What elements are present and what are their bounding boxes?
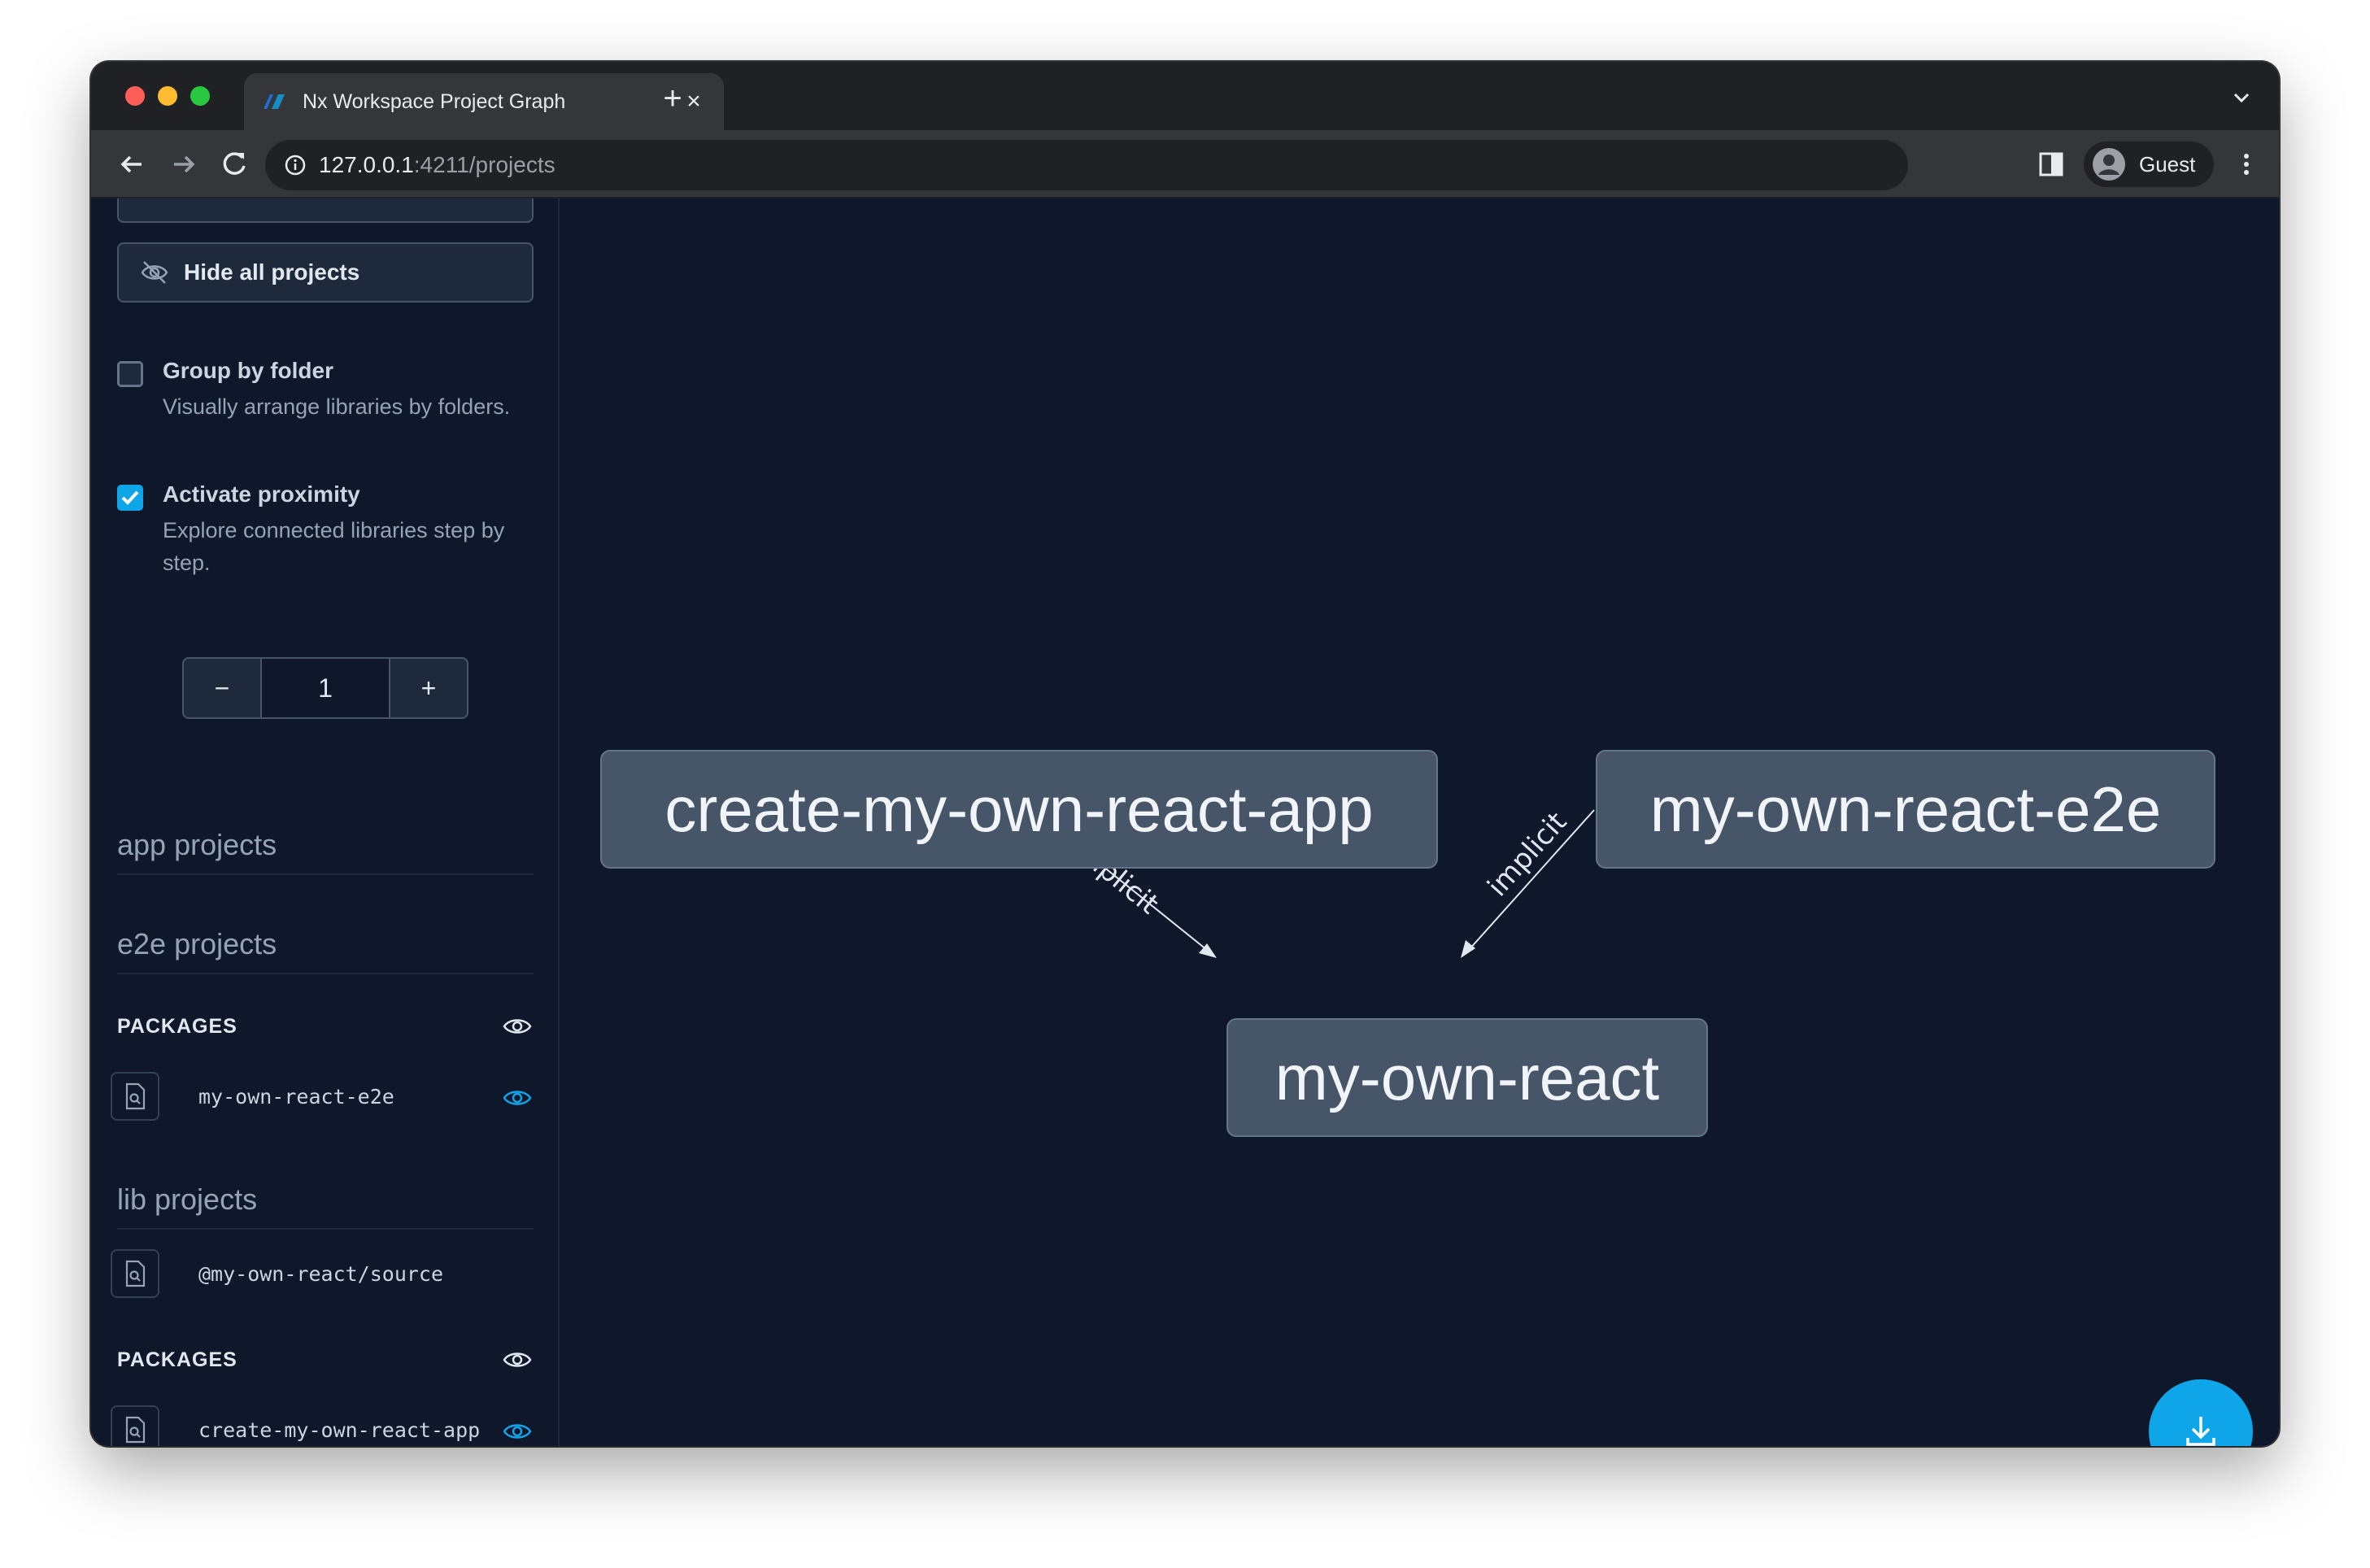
tab-title: Nx Workspace Project Graph (303, 89, 566, 113)
increment-button[interactable]: + (389, 659, 467, 717)
group-by-folder-label: Group by folder (163, 358, 333, 383)
eye-icon[interactable] (501, 1344, 534, 1376)
eye-slash-icon (141, 261, 168, 284)
address-bar[interactable]: 127.0.0.1:4211/projects (265, 140, 1908, 190)
url-path: :4211/projects (413, 152, 555, 177)
list-item[interactable]: @my-own-react/source (111, 1249, 534, 1298)
lib-packages-header: PACKAGES (117, 1344, 534, 1376)
eye-icon[interactable] (501, 1010, 534, 1043)
forward-arrow-icon[interactable] (166, 146, 202, 182)
tab-strip: Nx Workspace Project Graph × + (91, 62, 2279, 130)
graph-node-create-my-own-react-app[interactable]: create-my-own-react-app (600, 750, 1438, 869)
tab-close-icon[interactable]: × (686, 88, 701, 115)
lib-projects-title: lib projects (117, 1183, 534, 1230)
group-by-folder-option: Group by folder Visually arrange librari… (117, 358, 556, 455)
show-all-projects-button[interactable] (117, 198, 534, 223)
edge-label: implicit (1481, 806, 1573, 903)
project-name: @my-own-react/source (198, 1262, 444, 1286)
graph-node-my-own-react-e2e[interactable]: my-own-react-e2e (1596, 750, 2215, 869)
e2e-projects-title: e2e projects (117, 927, 534, 974)
site-info-icon[interactable] (283, 153, 307, 177)
browser-toolbar: 127.0.0.1:4211/projects Guest (91, 130, 2279, 198)
tab-project-graph[interactable]: Nx Workspace Project Graph × (244, 73, 724, 130)
guest-avatar-icon (2093, 148, 2125, 181)
url-host: 127.0.0.1 (319, 152, 414, 177)
eye-icon[interactable] (501, 1082, 534, 1114)
chevron-down-icon[interactable] (2227, 83, 2256, 112)
eye-icon[interactable] (501, 1415, 534, 1446)
e2e-packages-header: PACKAGES (117, 1010, 534, 1043)
file-search-icon[interactable] (111, 1405, 159, 1446)
group-by-folder-checkbox[interactable] (117, 361, 143, 387)
sidebar: Hide all projects Group by folder Visual… (91, 198, 560, 1446)
side-panel-icon[interactable] (2037, 150, 2066, 179)
checkmark-icon (121, 490, 139, 505)
project-name: my-own-react-e2e (198, 1085, 394, 1108)
activate-proximity-option: Activate proximity Explore connected lib… (117, 481, 556, 579)
list-item[interactable]: create-my-own-react-app (111, 1405, 534, 1446)
project-graph-canvas[interactable]: implicit implicit create-my-own-react-ap… (561, 198, 2279, 1446)
more-menu-icon[interactable] (2238, 150, 2255, 179)
hide-all-projects-label: Hide all projects (184, 259, 360, 285)
profile-name: Guest (2139, 151, 2196, 176)
edge-e2e-to-core[interactable]: implicit (1461, 806, 1595, 958)
list-item[interactable]: my-own-react-e2e (111, 1072, 534, 1121)
activate-proximity-checkbox[interactable] (117, 485, 143, 511)
decrement-button[interactable]: − (184, 659, 262, 717)
app-projects-title: app projects (117, 828, 534, 875)
reload-icon[interactable] (216, 146, 252, 182)
lib-packages-heading: PACKAGES (117, 1348, 237, 1371)
graph-node-my-own-react[interactable]: my-own-react (1226, 1018, 1708, 1137)
browser-window: Nx Workspace Project Graph × + 127.0.0.1… (91, 62, 2279, 1446)
activate-proximity-label: Activate proximity (163, 481, 360, 507)
project-name: create-my-own-react-app (198, 1418, 481, 1442)
activate-proximity-description: Explore connected libraries step by step… (163, 518, 505, 575)
nx-logo-icon (264, 94, 285, 109)
close-window-button[interactable] (125, 86, 145, 106)
e2e-packages-heading: PACKAGES (117, 1015, 237, 1038)
page-content: Hide all projects Group by folder Visual… (91, 198, 2279, 1446)
hide-all-projects-button[interactable]: Hide all projects (117, 242, 534, 303)
group-by-folder-description: Visually arrange libraries by folders. (163, 394, 511, 419)
new-tab-button[interactable]: + (663, 81, 682, 116)
download-icon (2186, 1417, 2215, 1446)
back-arrow-icon[interactable] (114, 146, 150, 182)
file-search-icon[interactable] (111, 1072, 159, 1121)
profile-button[interactable]: Guest (2084, 142, 2214, 187)
proximity-value: 1 (262, 659, 389, 717)
zoom-window-button[interactable] (190, 86, 210, 106)
proximity-stepper: − 1 + (182, 657, 468, 719)
file-search-icon[interactable] (111, 1249, 159, 1298)
minimize-window-button[interactable] (158, 86, 177, 106)
